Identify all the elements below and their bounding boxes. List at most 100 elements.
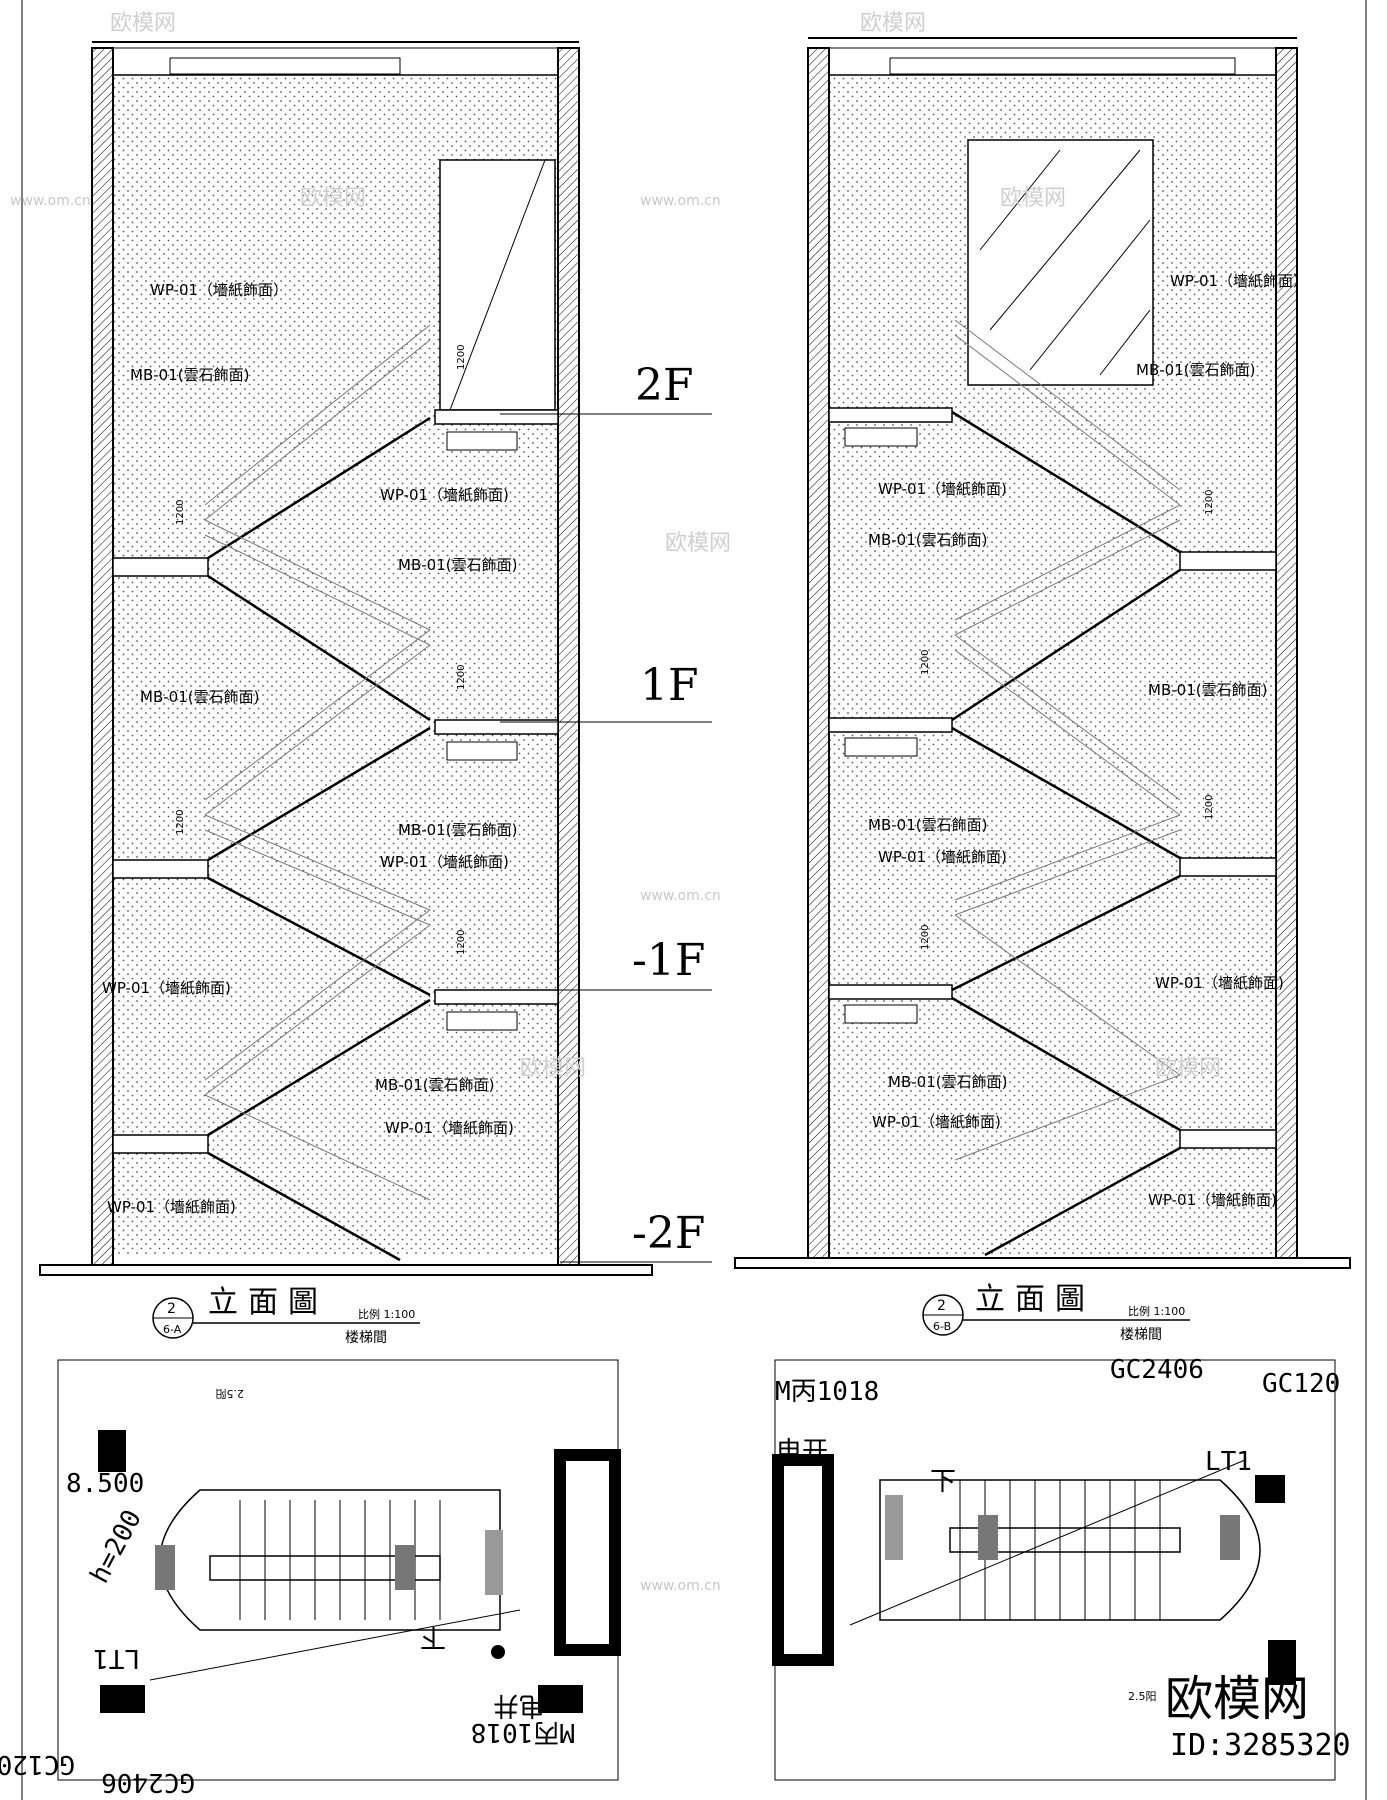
plan-tag: 2.5阳 bbox=[1128, 1690, 1157, 1703]
plan-down: 下 bbox=[930, 1467, 956, 1497]
material-label: WP-01（墻紙飾面) bbox=[878, 480, 1007, 498]
plan-tag: 2.5阳 bbox=[216, 1387, 245, 1400]
plan-a-treads bbox=[239, 1500, 441, 1620]
elevation-b-ground bbox=[734, 1257, 1351, 1269]
material-label: WP-01（墻紙飾面) bbox=[385, 1119, 514, 1137]
drawing-title: 立面圖 bbox=[975, 1282, 1095, 1317]
title-number: 2 bbox=[937, 1298, 946, 1314]
material-label: MB-01(雲石飾面) bbox=[375, 1076, 494, 1094]
elevation-a-handrails bbox=[204, 324, 431, 1201]
drawing-subtitle: 楼梯間 bbox=[345, 1330, 387, 1346]
material-label: WP-01（墻紙飾面) bbox=[1148, 1191, 1277, 1209]
elevation-a-ceiling-duct bbox=[169, 57, 401, 75]
plan-elec: 电开 bbox=[776, 1437, 828, 1467]
material-label: WP-01（墻紙飾面） bbox=[150, 281, 288, 299]
elevation-a-right-wall bbox=[557, 47, 580, 1266]
plan-lt: LT1 bbox=[93, 1643, 140, 1673]
elevation-a-left-wall bbox=[91, 47, 114, 1266]
title-number: 2 bbox=[167, 1301, 176, 1317]
level-label-b1f: -1F bbox=[632, 935, 705, 986]
elevation-a-ground bbox=[39, 1264, 653, 1276]
sheet-frame bbox=[21, 0, 1367, 1800]
material-label: WP-01（墻紙飾面) bbox=[380, 853, 509, 871]
watermark-text: 欧模网 bbox=[520, 1056, 586, 1081]
plan-b-treads bbox=[959, 1480, 1161, 1620]
dim-1200: 1200 bbox=[920, 650, 931, 675]
dim-1200: 1200 bbox=[456, 345, 467, 370]
material-label: WP-01（墻紙飾面) bbox=[107, 1198, 236, 1216]
plan-lt: LT1 bbox=[1205, 1447, 1252, 1477]
level-label-b2f: -2F bbox=[632, 1208, 705, 1259]
material-label: WP-01（墻紙飾面) bbox=[878, 848, 1007, 866]
elevation-b-right-wall bbox=[1275, 47, 1298, 1266]
elevation-b: 1200 1200 1200 1200 WP-01（墻紙飾面） MB-01(雲石… bbox=[734, 37, 1351, 1269]
elevation-b-handrails bbox=[954, 319, 1181, 1161]
brand-id: ID:3285320 bbox=[1170, 1728, 1351, 1763]
material-label: MB-01(雲石飾面) bbox=[888, 1073, 1007, 1091]
plan-elec: 电井 bbox=[493, 1690, 545, 1720]
material-label: WP-01（墻紙飾面) bbox=[872, 1113, 1001, 1131]
material-label: MB-01(雲石飾面) bbox=[868, 816, 987, 834]
dim-1200: 1200 bbox=[175, 810, 186, 835]
material-label: WP-01（墻紙飾面） bbox=[1170, 272, 1308, 290]
watermark-text: 欧模网 bbox=[860, 11, 926, 36]
drawing-subtitle: 楼梯間 bbox=[1120, 1327, 1162, 1343]
watermark-url: www.om.cn bbox=[640, 193, 721, 209]
plan-door: M丙1018 bbox=[471, 1717, 575, 1747]
dim-1200: 1200 bbox=[175, 500, 186, 525]
dim-1200: 1200 bbox=[1204, 490, 1215, 515]
title-block-b: 2 6-B 立面圖 比例 1:100 楼梯間 bbox=[922, 1282, 1190, 1343]
elevation-a-level-lines bbox=[500, 413, 712, 1263]
title-ref: 6-B bbox=[933, 1320, 951, 1333]
watermark-text: 欧模网 bbox=[1155, 1056, 1221, 1081]
dim-1200: 1200 bbox=[456, 665, 467, 690]
drawing-title: 立面圖 bbox=[208, 1285, 328, 1320]
material-label: MB-01(雲石飾面) bbox=[1136, 361, 1255, 379]
elevation-b-left-wall bbox=[807, 47, 830, 1266]
material-label: MB-01(雲石飾面) bbox=[1148, 681, 1267, 699]
plan-down: 下 bbox=[420, 1622, 446, 1652]
elevation-b-window bbox=[967, 139, 1154, 386]
watermark-url: www.om.cn bbox=[10, 193, 91, 209]
plan-gc-120: GC120 bbox=[1262, 1369, 1340, 1399]
plan-b: M丙1018 GC2406 GC120 电开 下 LT1 2.5阳 bbox=[772, 1355, 1340, 1781]
watermark-url: www.om.cn bbox=[640, 1578, 721, 1594]
material-label: WP-01（墻紙飾面) bbox=[102, 979, 231, 997]
plan-gc-120: GC120 bbox=[0, 1749, 75, 1779]
watermark-text: 欧模网 bbox=[1000, 186, 1066, 211]
watermarks: 欧模网 欧模网 欧模网 欧模网 欧模网 欧模网 欧模网 www.om.cn ww… bbox=[10, 11, 1221, 1594]
material-label: MB-01(雲石飾面) bbox=[868, 531, 987, 549]
brand-name: 欧模网 bbox=[1165, 1671, 1309, 1727]
elevation-b-ceiling-duct bbox=[889, 57, 1236, 75]
material-label: MB-01(雲石飾面) bbox=[130, 366, 249, 384]
elevation-b-slabs bbox=[828, 407, 1277, 1149]
elevation-a-stairs bbox=[207, 416, 431, 1262]
material-label: MB-01(雲石飾面) bbox=[140, 688, 259, 706]
dim-1200: 1200 bbox=[456, 930, 467, 955]
watermark-text: 欧模网 bbox=[300, 186, 366, 211]
dim-1200: 1200 bbox=[1204, 795, 1215, 820]
dim-1200: 1200 bbox=[920, 925, 931, 950]
material-label: WP-01（墻紙飾面) bbox=[380, 486, 509, 504]
plan-a: 8.500 h=200 LT1 电井 下 M丙1018 GC120 GC2406… bbox=[0, 1359, 621, 1797]
watermark-url: www.om.cn bbox=[640, 888, 721, 904]
plan-gc-2406: GC2406 bbox=[1110, 1355, 1204, 1385]
material-label: WP-01（墻紙飾面) bbox=[1155, 974, 1284, 992]
level-label-2f: 2F bbox=[635, 360, 694, 411]
material-label: MB-01(雲石飾面) bbox=[398, 821, 517, 839]
level-label-1f: 1F bbox=[640, 660, 699, 711]
drawing-scale: 比例 1:100 bbox=[358, 1307, 415, 1321]
drawing-scale: 比例 1:100 bbox=[1128, 1304, 1185, 1318]
elevation-a: 2F 1F -1F -2F 1200 1200 1200 1200 1200 W… bbox=[39, 41, 712, 1276]
watermark-text: 欧模网 bbox=[110, 11, 176, 36]
elevation-b-stairs bbox=[951, 410, 1181, 1257]
plan-door: M丙1018 bbox=[775, 1377, 879, 1407]
material-label: MB-01(雲石飾面) bbox=[398, 556, 517, 574]
brand-mark: 欧模网 ID:3285320 bbox=[1165, 1671, 1351, 1763]
title-ref: 6-A bbox=[163, 1323, 182, 1336]
title-block-a: 2 6-A 立面圖 比例 1:100 楼梯間 bbox=[152, 1285, 420, 1346]
plan-elevation: 8.500 bbox=[66, 1469, 144, 1499]
plan-gc-2406: GC2406 bbox=[101, 1767, 195, 1797]
watermark-text: 欧模网 bbox=[665, 531, 731, 556]
